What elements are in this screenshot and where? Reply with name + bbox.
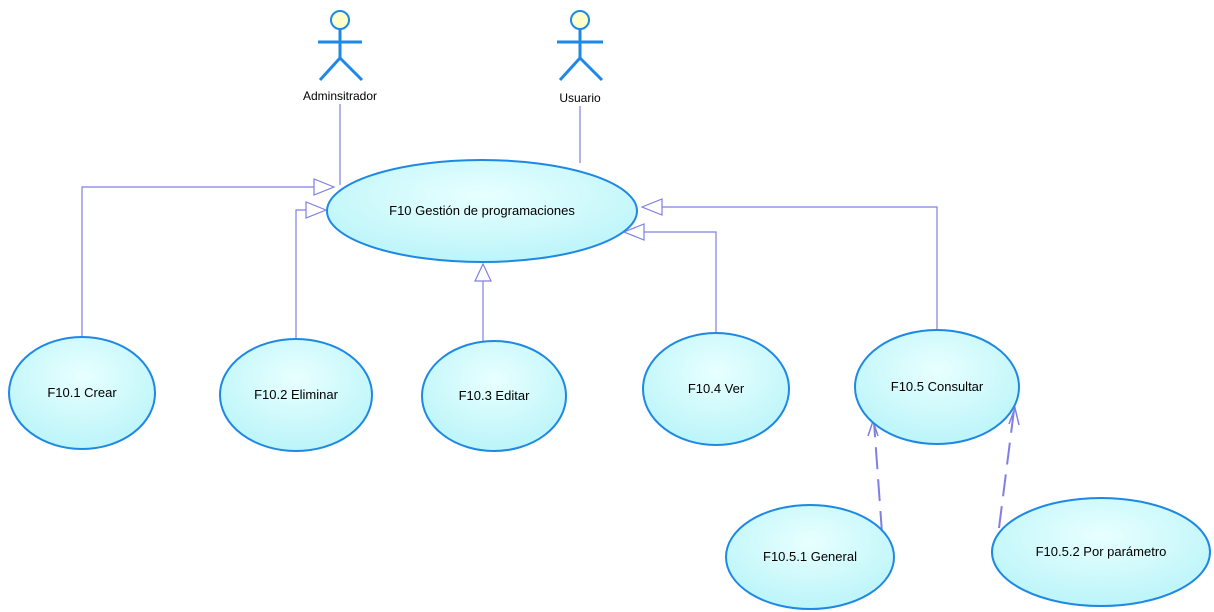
parametro-dependency-line bbox=[998, 409, 1015, 529]
connectors bbox=[81, 104, 1015, 534]
use-case-general[interactable]: F10.5.1 General bbox=[725, 504, 895, 610]
ver-generalization-line bbox=[644, 231, 717, 333]
consultar-generalization-line bbox=[662, 206, 938, 330]
use-case-editar[interactable]: F10.3 Editar bbox=[421, 340, 567, 452]
use-case-ver-label: F10.4 Ver bbox=[688, 381, 745, 396]
parametro-open-arrow-icon bbox=[1008, 405, 1020, 426]
actor-admin-label: Adminsitrador bbox=[303, 89, 377, 103]
general-dependency-line bbox=[873, 421, 883, 534]
use-case-editar-label: F10.3 Editar bbox=[459, 388, 530, 403]
use-case-ver[interactable]: F10.4 Ver bbox=[642, 332, 790, 446]
eliminar-arrowhead-icon bbox=[305, 201, 328, 219]
use-case-consultar-label: F10.5 Consultar bbox=[891, 379, 984, 394]
crear-arrowhead-icon bbox=[313, 178, 336, 196]
actor-user[interactable]: Usuario bbox=[557, 10, 604, 105]
actor-admin[interactable]: Adminsitrador bbox=[303, 10, 377, 103]
use-case-crear[interactable]: F10.1 Crear bbox=[8, 336, 156, 450]
consultar-arrowhead-icon bbox=[640, 198, 663, 216]
use-case-general-label: F10.5.1 General bbox=[763, 549, 857, 564]
arrowheads bbox=[305, 178, 663, 282]
use-case-eliminar[interactable]: F10.2 Eliminar bbox=[219, 338, 373, 452]
stick-figure-icon bbox=[557, 10, 604, 82]
use-case-main-label: F10 Gestión de programaciones bbox=[389, 203, 575, 218]
eliminar-generalization-line bbox=[295, 209, 306, 339]
use-case-parametro-label: F10.5.2 Por parámetro bbox=[1036, 544, 1167, 559]
use-case-main[interactable]: F10 Gestión de programaciones bbox=[326, 159, 638, 263]
use-case-crear-label: F10.1 Crear bbox=[47, 385, 117, 400]
use-case-consultar[interactable]: F10.5 Consultar bbox=[854, 329, 1020, 445]
ver-arrowhead-icon bbox=[622, 223, 645, 241]
use-case-parametro[interactable]: F10.5.2 Por parámetro bbox=[991, 497, 1211, 607]
stick-figure-icon bbox=[318, 10, 364, 82]
actor-user-label: Usuario bbox=[559, 91, 601, 105]
editar-arrowhead-icon bbox=[474, 262, 492, 282]
use-case-eliminar-label: F10.2 Eliminar bbox=[254, 387, 338, 402]
crear-generalization-line bbox=[81, 186, 314, 337]
